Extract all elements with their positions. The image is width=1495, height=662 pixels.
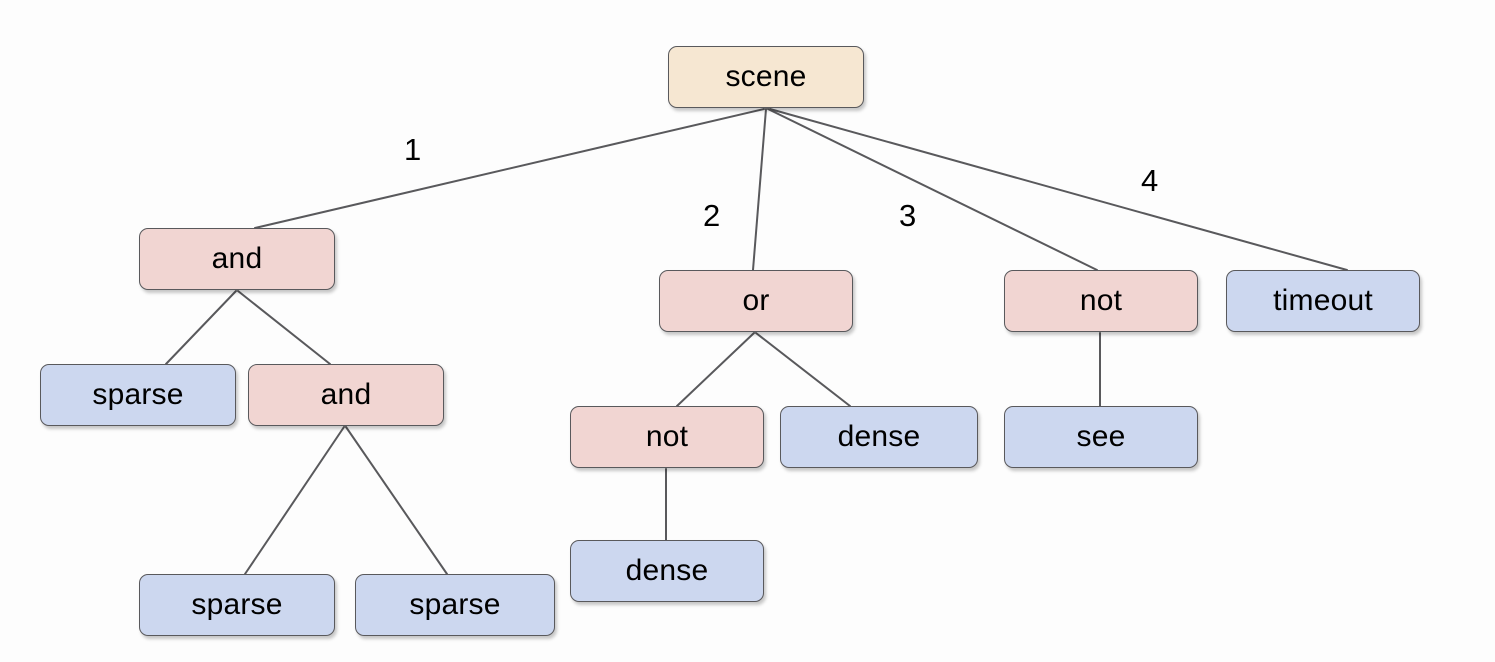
tree-edge-and1-to-and2 (237, 290, 331, 365)
tree-node-label: sparse (409, 588, 501, 621)
tree-node-and2[interactable]: and (248, 364, 444, 426)
tree-edge-scene-to-or1 (752, 108, 767, 271)
tree-node-not1[interactable]: not (1004, 270, 1198, 332)
tree-node-scene[interactable]: scene (668, 46, 864, 108)
edge-order-label-4: 4 (1141, 163, 1159, 198)
tree-edge-or1-to-not2 (676, 332, 755, 407)
tree-node-timeout1[interactable]: timeout (1226, 270, 1420, 332)
tree-node-not2[interactable]: not (570, 406, 764, 468)
tree-node-label: timeout (1273, 284, 1373, 317)
tree-edge-and1-to-sparse1 (165, 290, 237, 365)
tree-edge-scene-to-timeout1 (769, 108, 1348, 271)
edge-order-label-3: 3 (899, 198, 917, 233)
tree-node-or1[interactable]: or (659, 270, 853, 332)
tree-edge-and2-to-sparse2 (244, 426, 345, 575)
tree-node-sparse1[interactable]: sparse (40, 364, 236, 426)
tree-node-label: sparse (92, 378, 184, 411)
tree-node-label: dense (625, 554, 709, 587)
tree-node-dense1[interactable]: dense (780, 406, 978, 468)
tree-edge-scene-to-not1 (767, 108, 1098, 271)
tree-node-label: and (211, 242, 263, 275)
tree-node-see1[interactable]: see (1004, 406, 1198, 468)
tree-node-label: not (645, 420, 689, 453)
tree-edge-or1-to-dense1 (755, 332, 851, 407)
tree-node-label: dense (837, 420, 921, 453)
tree-node-label: and (320, 378, 372, 411)
tree-node-sparse2[interactable]: sparse (139, 574, 335, 636)
tree-node-sparse3[interactable]: sparse (355, 574, 555, 636)
edge-order-label-1: 1 (404, 132, 422, 167)
edge-order-label-2: 2 (703, 198, 721, 233)
tree-node-dense2[interactable]: dense (570, 540, 764, 602)
tree-edge-and2-to-sparse3 (345, 426, 448, 575)
tree-node-label: not (1079, 284, 1123, 317)
tree-node-label: see (1076, 420, 1126, 453)
tree-edge-scene-to-and1 (254, 108, 765, 229)
tree-node-label: sparse (191, 588, 283, 621)
tree-node-and1[interactable]: and (139, 228, 335, 290)
tree-node-label: or (742, 284, 770, 317)
tree-node-label: scene (725, 60, 807, 93)
